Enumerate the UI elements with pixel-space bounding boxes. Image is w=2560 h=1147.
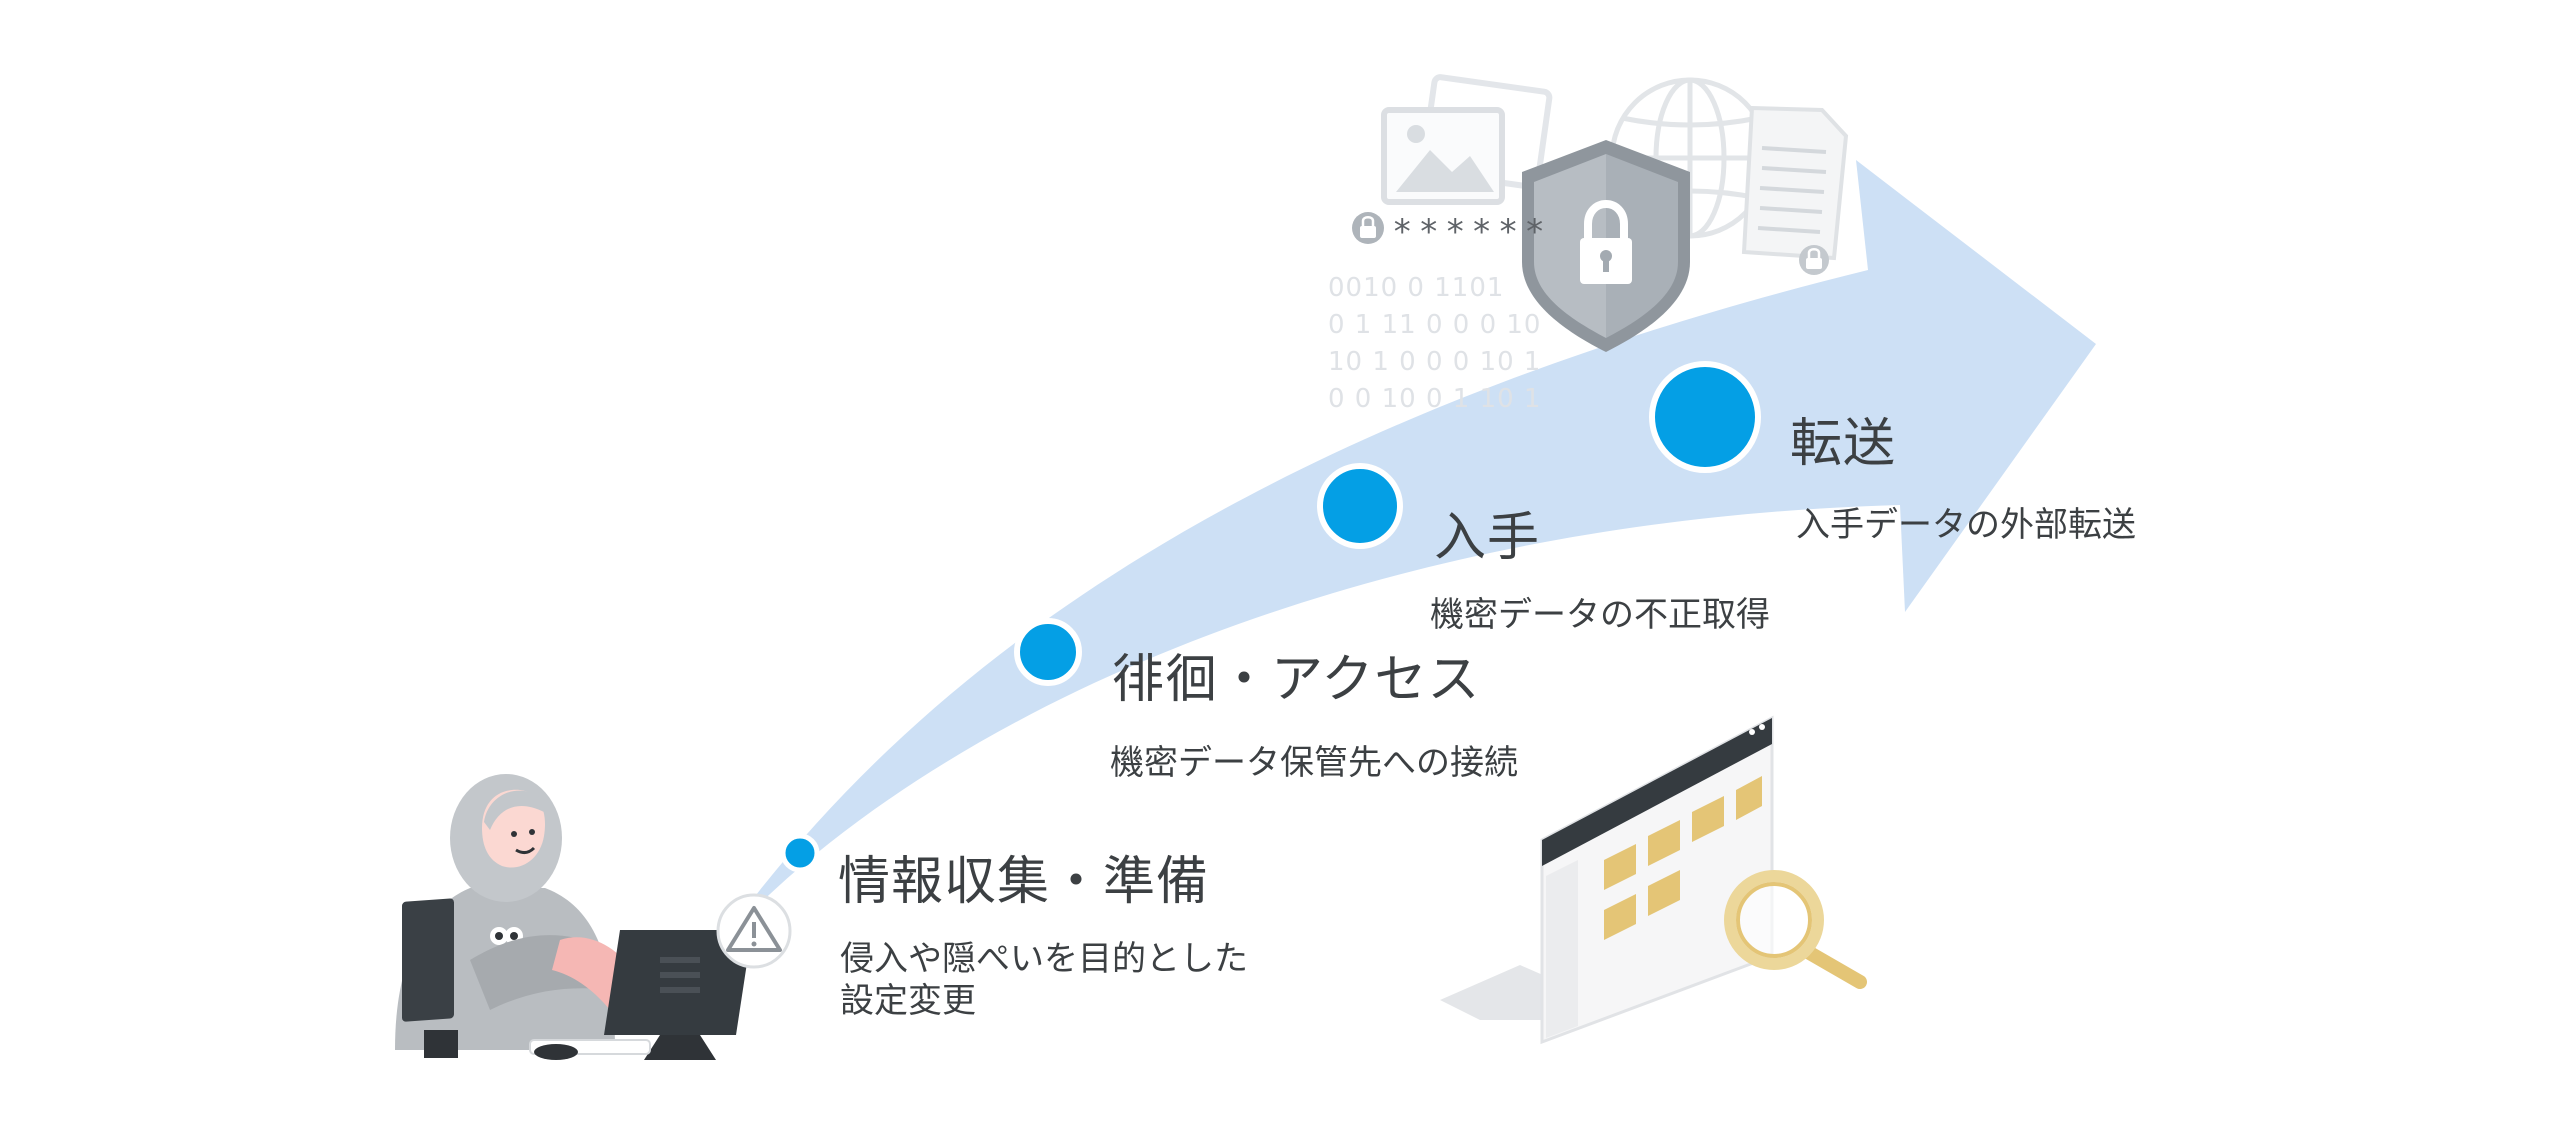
step-2-desc: 機密データ保管先への接続 bbox=[1110, 743, 1518, 783]
lock-icon bbox=[1799, 245, 1829, 275]
step-1-title: 情報収集・準備 bbox=[838, 852, 1210, 912]
image-icon bbox=[1381, 74, 1553, 205]
magnifier-icon bbox=[1724, 870, 1867, 989]
password-mask: ****** bbox=[1392, 212, 1551, 252]
step-3-desc: 機密データの不正取得 bbox=[1430, 595, 1770, 635]
step-2-title: 徘徊・アクセス bbox=[1112, 650, 1481, 710]
step-node-1 bbox=[780, 833, 820, 873]
step-1-desc: 侵入や隠ぺいを目的とした 設定変更 bbox=[840, 939, 1248, 1021]
step-4-desc: 入手データの外部転送 bbox=[1796, 505, 2136, 545]
step-node-4 bbox=[1649, 361, 1761, 473]
step-node-3 bbox=[1317, 463, 1403, 549]
flow-arrow bbox=[715, 160, 2096, 950]
step-3-title: 入手 bbox=[1434, 508, 1541, 568]
hacker-illustration bbox=[395, 774, 752, 1060]
document-icon bbox=[1741, 105, 1849, 261]
lock-icon bbox=[1352, 212, 1384, 244]
step-node-2 bbox=[1014, 618, 1082, 686]
warning-icon bbox=[716, 893, 792, 969]
shield-lock-icon bbox=[1522, 140, 1690, 352]
folder-browser-illustration bbox=[1440, 715, 1867, 1045]
step-4-title: 転送 bbox=[1790, 414, 1897, 474]
